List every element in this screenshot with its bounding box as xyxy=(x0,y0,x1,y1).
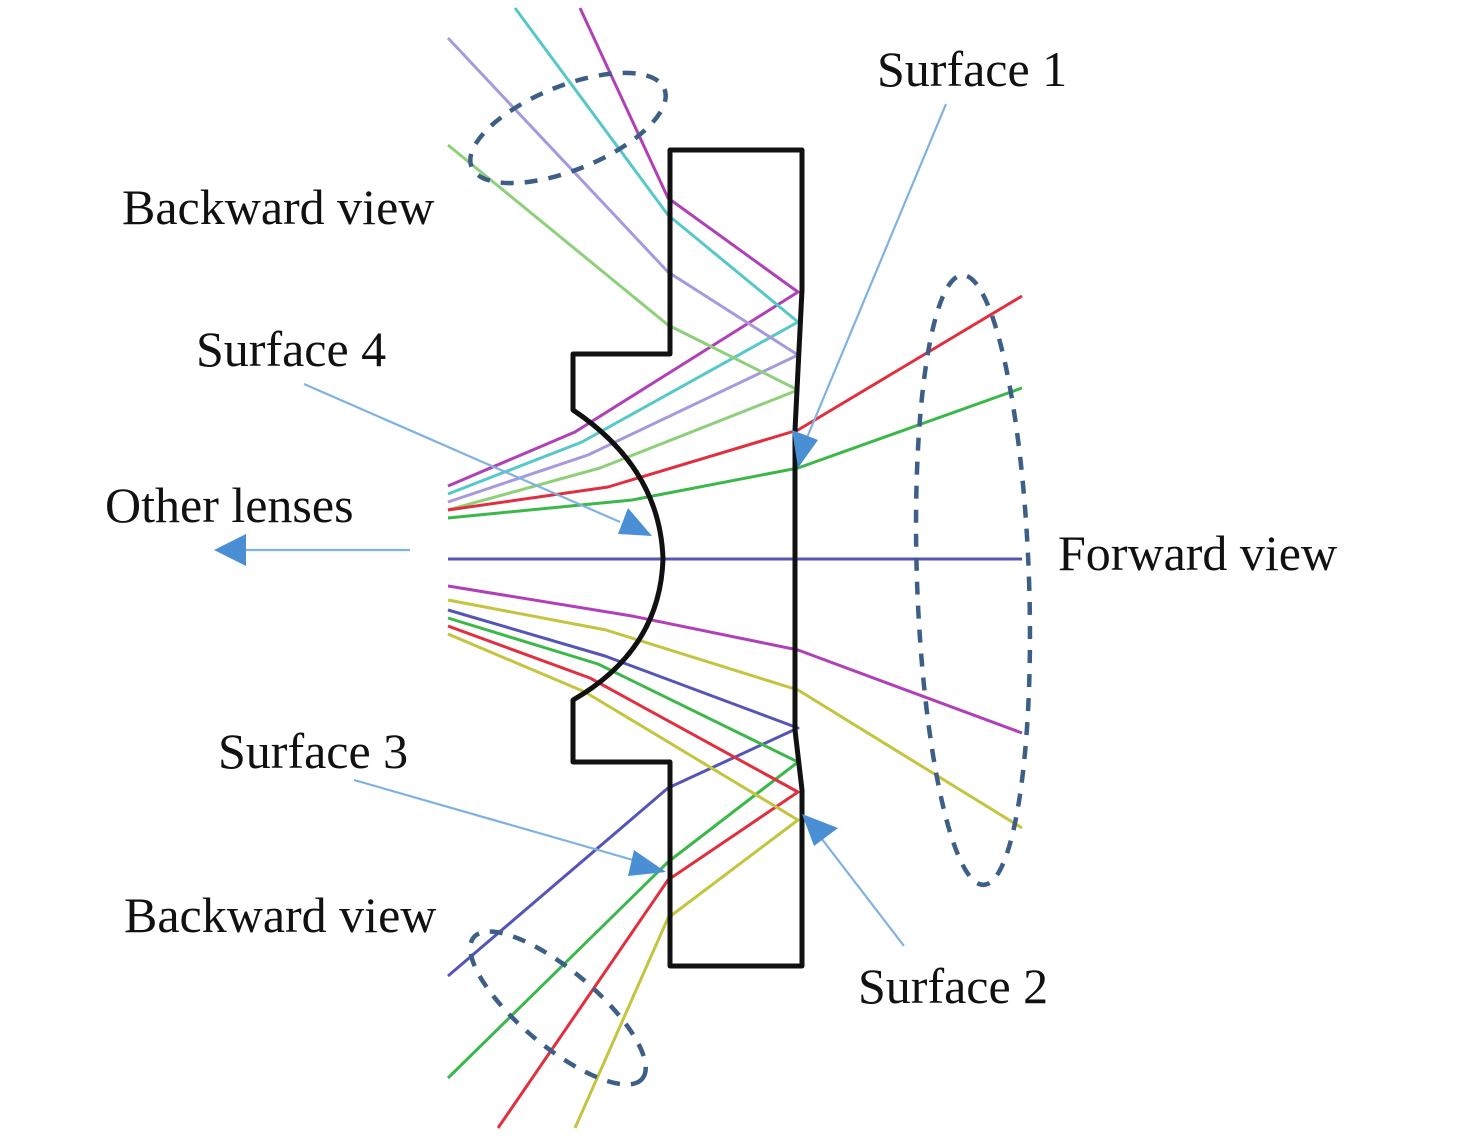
labels: Surface 1 Backward view Surface 4 Other … xyxy=(105,41,1337,1014)
label-other-lenses: Other lenses xyxy=(105,477,354,533)
ray-bot-green xyxy=(446,616,800,1080)
label-surface-4: Surface 4 xyxy=(196,321,386,377)
ray-fwd-olive xyxy=(447,598,1023,830)
fov-markers xyxy=(468,70,1033,1087)
rays-backward-top xyxy=(446,7,800,512)
pointers xyxy=(214,103,948,947)
surface2-arrow-head xyxy=(802,814,838,846)
ray-fwd-magenta xyxy=(447,584,1023,735)
surface1-pointer-line xyxy=(804,103,948,441)
surface1-arrow-head xyxy=(792,430,818,468)
surface4-arrow-head xyxy=(618,508,652,536)
surface3-pointer-line xyxy=(353,778,641,864)
ray-bot-blue xyxy=(447,608,800,978)
rays-forward xyxy=(447,294,1023,830)
ray-top-magenta xyxy=(447,7,800,488)
fov-ellipse-backward-bottom xyxy=(468,929,648,1087)
ray-top-cyan xyxy=(447,7,800,496)
label-forward-view: Forward view xyxy=(1058,525,1337,581)
label-surface-1: Surface 1 xyxy=(877,41,1067,97)
ray-bot-olive xyxy=(447,632,800,1129)
rays-backward-bottom xyxy=(446,608,800,1129)
ray-top-lavender xyxy=(446,36,800,504)
ray-fwd-red xyxy=(447,294,1023,512)
surface4-pointer-line xyxy=(303,382,621,524)
label-backward-view-bottom: Backward view xyxy=(124,887,436,943)
label-backward-view-top: Backward view xyxy=(122,179,434,235)
lens-outline xyxy=(570,147,805,969)
surface3-arrow-head xyxy=(628,850,666,876)
ray-fwd-green xyxy=(447,386,1023,520)
label-surface-3: Surface 3 xyxy=(218,723,408,779)
ray-bot-red xyxy=(447,624,800,1129)
label-surface-2: Surface 2 xyxy=(858,958,1048,1014)
surface2-pointer-line xyxy=(814,829,905,947)
fov-ellipse-backward-top xyxy=(468,70,668,186)
fov-ellipse-forward xyxy=(913,272,1033,888)
other-lenses-arrow-head xyxy=(214,534,246,566)
